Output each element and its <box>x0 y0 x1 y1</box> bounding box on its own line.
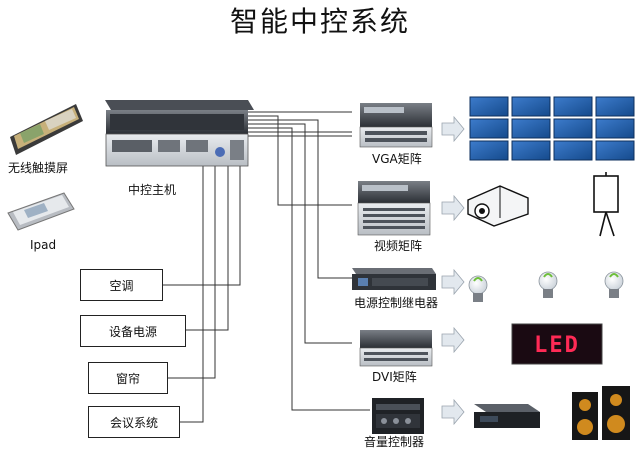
label-wireless-touch: 无线触摸屏 <box>8 161 69 175</box>
wireless-touch-panel <box>10 104 83 155</box>
bulb-2 <box>538 271 558 298</box>
video-matrix-device <box>357 181 431 236</box>
line-host-curtain <box>168 165 216 379</box>
box-power: 设备电源 <box>80 315 186 347</box>
line-host-relay <box>248 119 352 279</box>
label-ipad: Ipad <box>30 238 57 252</box>
connection-lines <box>163 111 370 423</box>
line-host-power <box>186 165 229 331</box>
arrow-audio <box>441 398 465 426</box>
projector <box>467 185 529 227</box>
diagram-title: 智能中控系统 <box>229 5 410 38</box>
led-text: LED <box>534 333 580 358</box>
line-host-conference <box>180 165 204 423</box>
central-host-device <box>105 100 254 167</box>
label-video: 视频矩阵 <box>374 239 423 253</box>
video-wall <box>469 96 635 161</box>
vga-matrix-device <box>359 103 433 148</box>
audio-controller-device <box>372 398 424 434</box>
projection-screen <box>593 172 619 237</box>
arrow-vga <box>441 115 465 143</box>
label-audio: 音量控制器 <box>364 435 425 449</box>
bulb-1 <box>468 275 488 302</box>
power-relay-device <box>352 268 436 290</box>
label-host: 中控主机 <box>128 183 177 197</box>
arrow-relay <box>441 268 465 296</box>
label-vga: VGA矩阵 <box>372 152 422 166</box>
box-conference: 会议系统 <box>88 406 180 438</box>
label-dvi: DVI矩阵 <box>372 370 417 384</box>
speakers <box>572 386 630 440</box>
light-bulbs <box>468 271 624 302</box>
output-arrows <box>441 115 465 426</box>
line-host-dvi <box>248 123 352 344</box>
line-host-ac <box>163 165 241 286</box>
amplifier <box>474 404 540 428</box>
line-host-video <box>248 115 352 206</box>
label-relay: 电源控制继电器 <box>354 296 439 310</box>
bulb-3 <box>604 271 624 298</box>
led-display: LED <box>511 323 603 365</box>
box-curtain: 窗帘 <box>88 362 168 394</box>
arrow-video <box>441 194 465 222</box>
box-ac: 空调 <box>80 269 163 301</box>
ipad-device <box>7 192 75 231</box>
arrow-dvi <box>441 326 465 354</box>
line-host-audio <box>248 127 370 411</box>
dvi-matrix-device <box>359 330 433 367</box>
